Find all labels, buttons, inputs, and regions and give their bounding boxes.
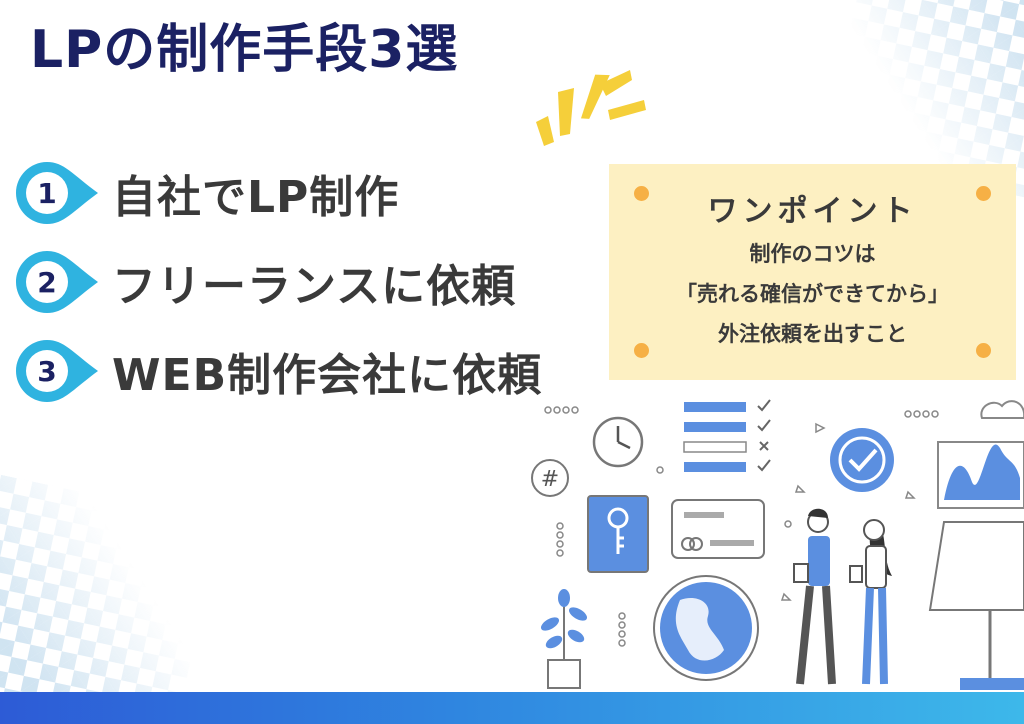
method-label: フリーランスに依頼	[112, 261, 517, 312]
method-label: 自社でLP制作	[112, 172, 400, 223]
plant-icon	[540, 589, 588, 689]
sparkle-icon	[536, 70, 646, 146]
globe-icon	[653, 575, 759, 681]
cloud-icon	[980, 400, 1024, 419]
note-line: 制作のコツは	[749, 242, 876, 266]
page-title: LPの制作手段3選	[30, 20, 459, 80]
chart-icon	[937, 441, 1024, 509]
pin-icon	[976, 343, 991, 358]
number-badge-icon: 3	[14, 338, 100, 404]
method-item: 1 自社でLP制作	[14, 160, 542, 226]
hashtag-icon: #	[531, 459, 569, 497]
credit-card-icon	[671, 499, 765, 559]
method-list: 1 自社でLP制作 2 フリーランスに依頼 3 WEB制作会社	[14, 160, 542, 427]
pin-icon	[634, 343, 649, 358]
checker-decoration-bottom-left	[0, 471, 221, 724]
note-heading: ワンポイント	[707, 194, 918, 229]
method-label: WEB制作会社に依頼	[112, 350, 543, 401]
method-number: 1	[37, 176, 57, 210]
man-figure	[793, 508, 836, 685]
method-number: 3	[37, 354, 57, 388]
note-body: 制作のコツは 「売れる確信ができてから」 外注依頼を出すこと	[609, 234, 1016, 354]
bottom-bar	[0, 692, 1024, 724]
note-line: 「売れる確信ができてから」	[676, 282, 949, 306]
method-item: 2 フリーランスに依頼	[14, 249, 542, 315]
business-illustration: #	[531, 399, 1024, 690]
checklist-icon	[683, 399, 771, 472]
svg-text:#: #	[541, 467, 559, 492]
note-line: 外注依頼を出すこと	[718, 322, 907, 346]
clock-icon	[592, 416, 644, 468]
pin-icon	[976, 186, 991, 201]
method-item: 3 WEB制作会社に依頼	[14, 338, 542, 404]
key-lock-icon	[587, 495, 649, 573]
board-icon	[928, 521, 1024, 690]
method-number: 2	[37, 265, 57, 299]
number-badge-icon: 1	[14, 160, 100, 226]
one-point-note: ワンポイント 制作のコツは 「売れる確信ができてから」 外注依頼を出すこと	[609, 164, 1016, 380]
pin-icon	[634, 186, 649, 201]
woman-figure	[849, 519, 892, 685]
check-circle-icon	[830, 428, 894, 492]
number-badge-icon: 2	[14, 249, 100, 315]
